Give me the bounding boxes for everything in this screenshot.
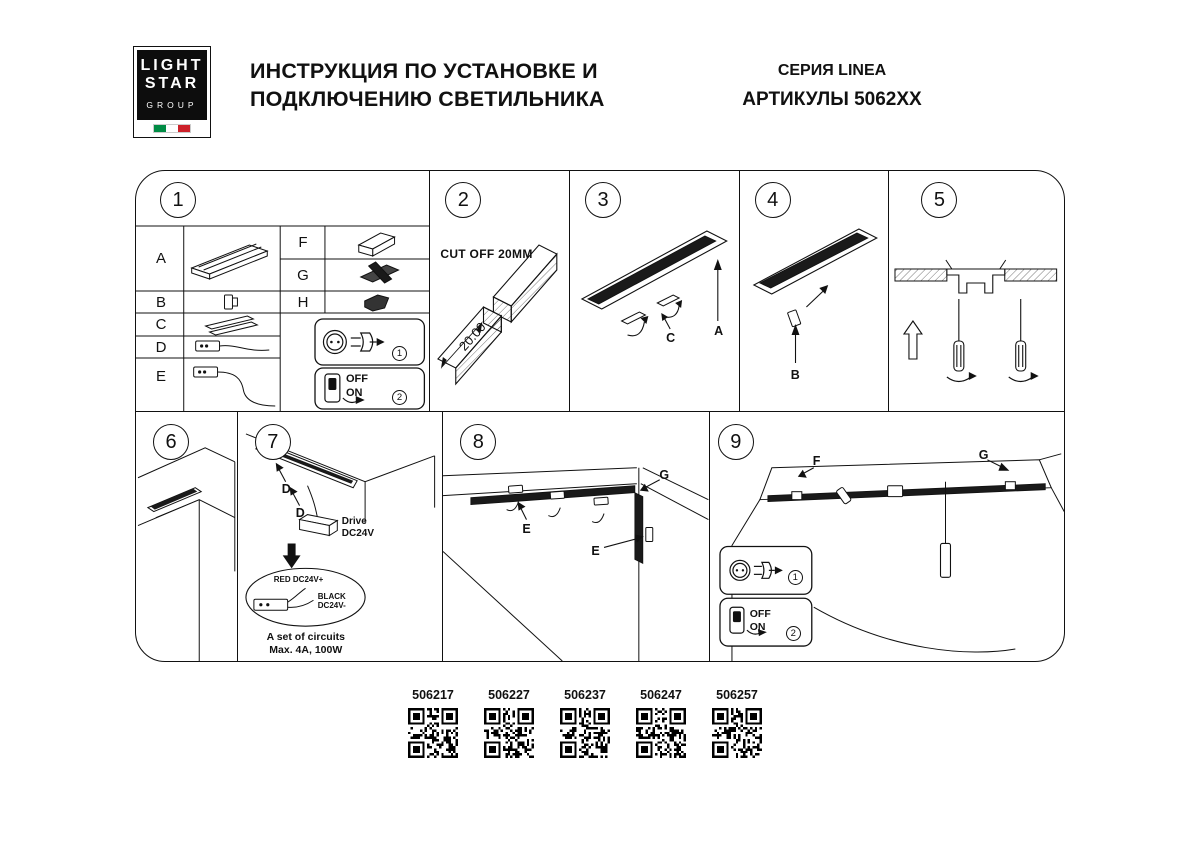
parts-table-art bbox=[136, 225, 430, 411]
step-2-panel: 2 CUT OFF 20MM bbox=[430, 171, 571, 411]
qr-item: 506247 bbox=[636, 688, 686, 758]
title-line-2: ПОДКЛЮЧЕНИЮ СВЕТИЛЬНИКА bbox=[250, 87, 605, 111]
qr-code bbox=[636, 708, 686, 758]
socket-plug-icon bbox=[729, 559, 775, 581]
qr-code bbox=[560, 708, 610, 758]
switch-step-number: 2 bbox=[785, 626, 801, 641]
qr-article-number: 506247 bbox=[640, 688, 682, 702]
step-4-panel: 4 B bbox=[740, 171, 890, 411]
qr-article-number: 506227 bbox=[488, 688, 530, 702]
part-label-d: D bbox=[155, 339, 167, 356]
step-number-3: 3 bbox=[585, 182, 622, 218]
step-8-panel: 8 bbox=[443, 412, 710, 661]
label-g: G bbox=[978, 448, 989, 462]
series-block: СЕРИЯ LINEA АРТИКУЛЫ 5062XX bbox=[718, 62, 946, 111]
label-a: A bbox=[714, 324, 724, 338]
articles-number: АРТИКУЛЫ 5062XX bbox=[742, 89, 922, 110]
join-profiles-art bbox=[580, 230, 728, 337]
label-d-upper: D bbox=[281, 482, 291, 496]
part-label-c: C bbox=[155, 316, 167, 333]
step-number-2: 2 bbox=[445, 182, 482, 218]
qr-item: 506217 bbox=[408, 688, 458, 758]
step-number-1: 1 bbox=[160, 182, 196, 218]
label-c: C bbox=[666, 331, 676, 345]
page-title: ИНСТРУКЦИЯ ПО УСТАНОВКЕ И ПОДКЛЮЧЕНИЮ СВ… bbox=[250, 57, 605, 113]
switch-off-on-label: OFF ON bbox=[346, 373, 368, 399]
part-label-f: F bbox=[298, 234, 308, 251]
label-e-left: E bbox=[522, 522, 531, 536]
step-3-panel: 3 C A bbox=[570, 171, 740, 411]
qr-section: 506217 506227 506237 506247 506257 bbox=[408, 688, 762, 758]
driver-label: Drive DC24V bbox=[341, 516, 375, 539]
ceiling-fix-art bbox=[894, 259, 1058, 383]
step-6-panel: 6 bbox=[136, 412, 238, 661]
part-label-a: A bbox=[155, 250, 166, 267]
screwdriver-icon bbox=[946, 299, 972, 383]
top-row: 1 bbox=[136, 171, 1064, 411]
qr-code bbox=[408, 708, 458, 758]
part-label-e: E bbox=[155, 368, 166, 385]
room-overview-art bbox=[719, 453, 1064, 661]
lightstar-logo: LIGHT STAR GROUP bbox=[133, 46, 211, 138]
plug-step-number: 1 bbox=[787, 570, 803, 585]
mounted-corner-art bbox=[137, 447, 236, 661]
step-5-panel: 5 bbox=[889, 171, 1064, 411]
logo-light: LIGHT bbox=[140, 57, 204, 74]
qr-article-number: 506217 bbox=[412, 688, 454, 702]
qr-item: 506257 bbox=[712, 688, 762, 758]
qr-article-number: 506237 bbox=[564, 688, 606, 702]
switch-icon bbox=[324, 373, 359, 404]
step-9-panel: 9 bbox=[710, 412, 1064, 661]
step-number-8: 8 bbox=[460, 424, 497, 460]
corner-clips-art bbox=[443, 467, 709, 661]
part-label-g: G bbox=[297, 267, 309, 284]
circuits-note: A set of circuits Max. 4A, 100W bbox=[266, 631, 345, 656]
label-f: F bbox=[812, 454, 821, 468]
logo-group: GROUP bbox=[146, 100, 198, 110]
step-number-4: 4 bbox=[754, 182, 791, 218]
screwdriver-icon bbox=[1008, 299, 1034, 383]
plug-step-number: 1 bbox=[392, 346, 407, 361]
end-cap-art bbox=[752, 228, 878, 363]
qr-article-number: 506257 bbox=[716, 688, 758, 702]
black-wire-label: BLACK DC24V- bbox=[317, 592, 346, 610]
switch-icon bbox=[729, 606, 760, 635]
qr-item: 506237 bbox=[560, 688, 610, 758]
bottom-row: 6 7 bbox=[136, 411, 1064, 661]
part-label-h: H bbox=[297, 294, 309, 311]
switch-step-number: 2 bbox=[392, 390, 407, 405]
italian-flag-icon bbox=[153, 124, 191, 133]
logo-star: STAR bbox=[144, 75, 200, 92]
cut-off-label: CUT OFF 20MM bbox=[440, 247, 533, 261]
switch-off-on-label: OFF ON bbox=[749, 608, 771, 633]
red-wire-label: RED DC24V+ bbox=[273, 575, 324, 584]
part-label-b: B bbox=[155, 294, 166, 311]
step-number-7: 7 bbox=[254, 424, 291, 460]
cut-profile-art bbox=[437, 244, 559, 386]
step-number-9: 9 bbox=[717, 424, 754, 460]
step-number-5: 5 bbox=[921, 182, 958, 218]
label-b: B bbox=[790, 368, 800, 382]
logo-text-block: LIGHT STAR GROUP bbox=[137, 50, 207, 120]
step-1-panel: 1 bbox=[136, 171, 431, 411]
title-line-1: ИНСТРУКЦИЯ ПО УСТАНОВКЕ И bbox=[250, 59, 598, 83]
qr-code bbox=[484, 708, 534, 758]
label-g: G bbox=[659, 468, 670, 482]
series-name: СЕРИЯ LINEA bbox=[777, 62, 887, 79]
instruction-sheet: 1 bbox=[135, 170, 1065, 662]
label-d-lower: D bbox=[295, 506, 305, 520]
label-e-right: E bbox=[591, 544, 600, 558]
qr-item: 506227 bbox=[484, 688, 534, 758]
step-number-6: 6 bbox=[153, 424, 189, 460]
qr-code bbox=[712, 708, 762, 758]
socket-plug-icon bbox=[322, 329, 377, 355]
step-7-panel: 7 bbox=[238, 412, 444, 661]
